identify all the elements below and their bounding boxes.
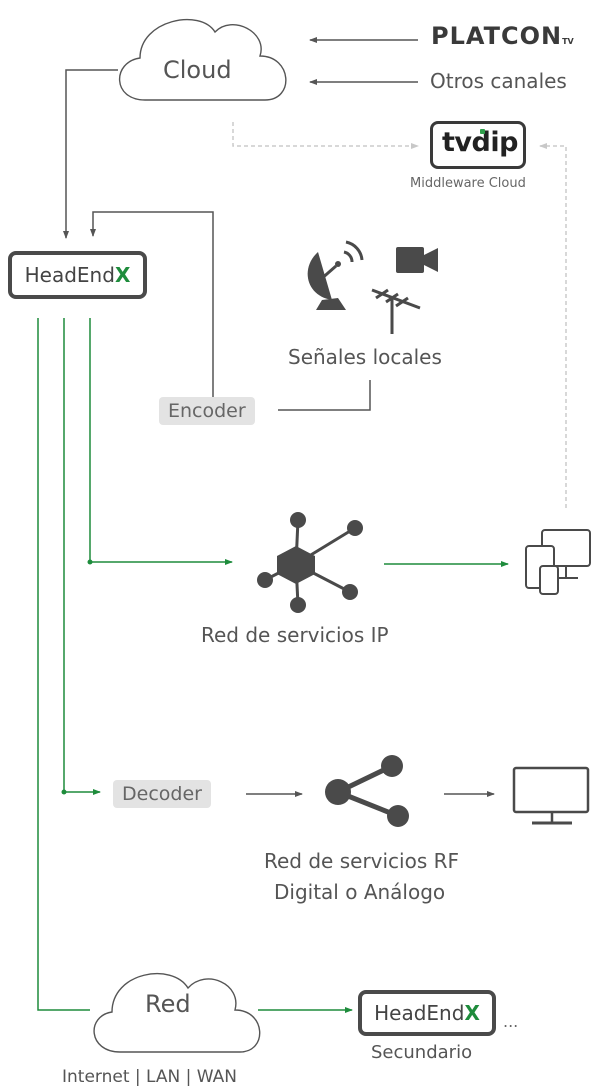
encoder-to-headend-line	[90, 211, 214, 408]
otros-canales-label: Otros canales	[430, 69, 567, 93]
encoder-badge: Encoder	[159, 397, 255, 425]
headend-secondary-ellipsis: ...	[503, 1012, 519, 1031]
headend-main-box: HeadEndX	[8, 251, 147, 299]
red-label: Red	[145, 990, 191, 1018]
headend-main-text: HeadEnd	[24, 263, 115, 287]
headend-to-red-line	[37, 318, 90, 1011]
share-icon	[325, 755, 409, 827]
tvdip-caption: Middleware Cloud	[410, 176, 526, 191]
headend-secondary-box: HeadEndX	[358, 990, 496, 1036]
decoder-badge: Decoder	[113, 780, 211, 808]
ip-network-label: Red de servicios IP	[201, 623, 389, 647]
red-caption: Internet | LAN | WAN	[62, 1067, 238, 1087]
headend-secondary-x: X	[464, 1001, 480, 1025]
rf-network-label-line2: Digital o Análogo	[274, 880, 446, 904]
headend-secondary-text: HeadEnd	[374, 1001, 465, 1025]
cloud-icon	[118, 18, 287, 101]
platcon-logo-text: PLATCON	[431, 22, 563, 50]
devices-tvdip-dashed-line	[539, 143, 567, 508]
rf-network-label-line1: Red de servicios RF	[264, 849, 460, 873]
tvdip-cloud-dashed-line	[232, 122, 419, 149]
satellite-dish-icon	[307, 240, 364, 310]
devices-icon	[525, 529, 591, 595]
video-camera-icon	[396, 247, 438, 273]
antenna-icon	[371, 288, 421, 334]
cloud-label: Cloud	[163, 56, 232, 84]
headend-secondary-caption: Secundario	[371, 1042, 473, 1063]
platcon-logo: PLATCONTV	[431, 22, 574, 50]
headend-to-decoder-line	[63, 318, 101, 795]
red-cloud-icon	[93, 973, 261, 1053]
tv-monitor-icon	[512, 766, 590, 825]
tvdip-logo: tvdip	[430, 121, 526, 169]
cloud-to-headend-line	[63, 69, 118, 239]
senales-locales-label: Señales locales	[288, 345, 442, 369]
platcon-logo-suffix: TV	[562, 37, 574, 46]
senales-to-encoder-line	[278, 380, 371, 411]
network-hub-icon	[257, 512, 363, 613]
headend-main-x: X	[114, 263, 131, 287]
headend-to-ip-line	[89, 318, 233, 565]
tvdip-logo-dot	[480, 129, 485, 134]
